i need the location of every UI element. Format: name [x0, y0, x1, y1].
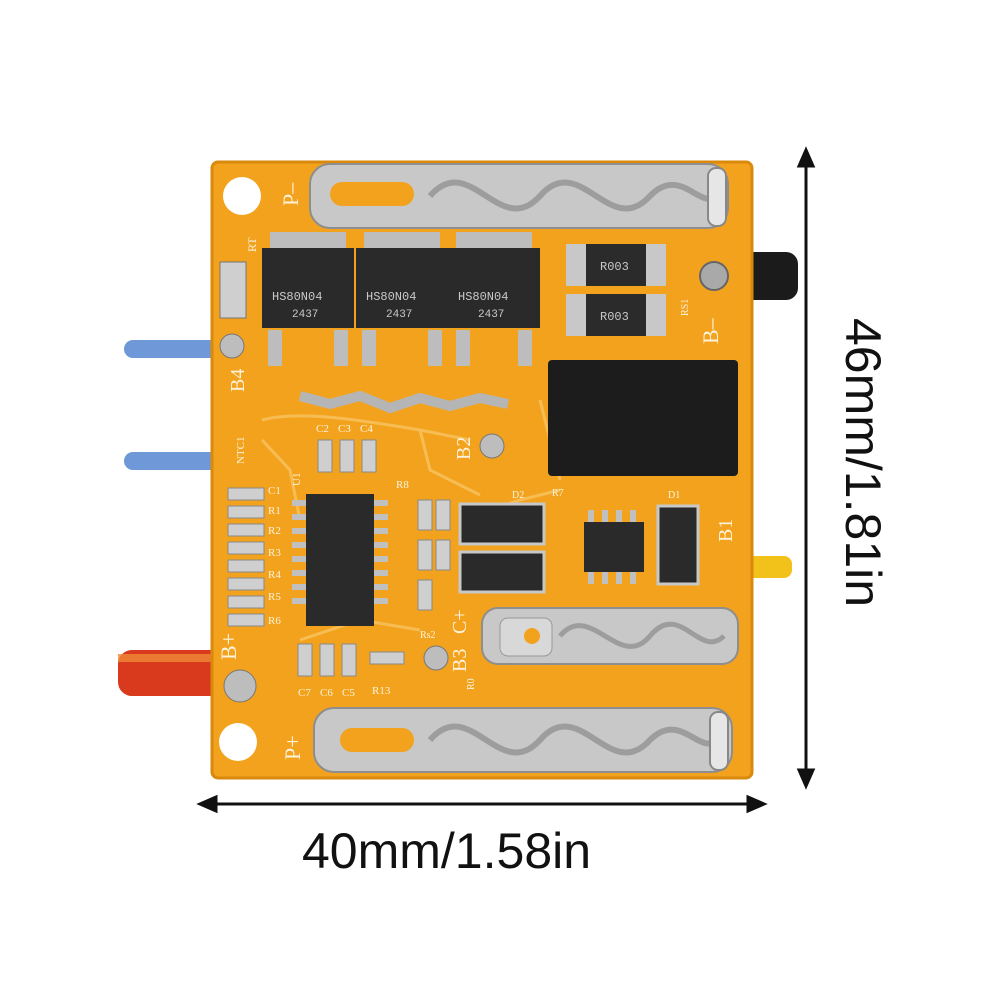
smd-resistor-array-left [227, 487, 265, 627]
label-c2: C2 [316, 423, 329, 435]
hole-top-left [223, 177, 261, 215]
solder-bus [298, 390, 510, 414]
label-rs2: Rs2 [420, 630, 436, 641]
diodes [458, 502, 546, 594]
top-terminal-clip [309, 163, 729, 229]
label-c6: C6 [320, 687, 333, 699]
mounting-holes [219, 177, 261, 761]
label-r5: R5 [268, 591, 281, 603]
mosfet-2-marking: HS80N04 [366, 290, 416, 304]
label-c1: C1 [268, 485, 281, 497]
blue-wire-top [124, 340, 224, 358]
mosfet-group: HS80N04 2437 HS80N04 2437 HS80N04 2437 [262, 232, 540, 366]
label-p-plus: P+ [280, 735, 305, 760]
charge-terminal-clip [481, 607, 739, 665]
label-c7: C7 [298, 687, 311, 699]
label-b4: B4 [227, 369, 249, 392]
hole-bottom-left [219, 723, 257, 761]
label-r0: R0 [466, 678, 477, 690]
label-b1: B1 [715, 519, 737, 542]
mosfet-1: HS80N04 2437 [262, 232, 354, 366]
height-dimension-label: 46mm/1.81in [835, 318, 891, 608]
label-d2: D2 [512, 490, 524, 501]
label-r2: R2 [268, 525, 281, 537]
rt-pads [219, 261, 247, 319]
width-dimension-label: 40mm/1.58in [302, 823, 592, 879]
label-r13: R13 [372, 685, 391, 697]
label-b-minus: B– [698, 317, 723, 344]
label-r1: R1 [268, 505, 281, 517]
label-b2: B2 [453, 437, 475, 460]
smd-capacitors-bottom [297, 643, 405, 677]
label-r7: R7 [552, 488, 564, 499]
bottom-terminal-clip [313, 707, 733, 773]
label-ntc1: NTC1 [235, 437, 247, 465]
pad-b-plus [223, 669, 257, 703]
wires [118, 252, 798, 696]
eight-pin-chip [584, 510, 644, 584]
label-c-plus: C+ [449, 609, 471, 634]
blue-wire-middle [124, 452, 224, 470]
pad-b2 [479, 433, 505, 459]
label-p-minus: P– [278, 182, 303, 206]
u1-chip [292, 494, 388, 626]
red-wire-shade [118, 654, 228, 662]
pcb-edge-highlight [210, 160, 754, 780]
label-r4: R4 [268, 569, 281, 581]
height-dimension-arrow [796, 146, 816, 790]
label-r6: R6 [268, 615, 281, 627]
label-b3: B3 [449, 649, 471, 672]
shunt-resistors: R003 R003 [566, 244, 666, 336]
shunt-1-marking: R003 [600, 260, 629, 274]
mosfet-1-marking: HS80N04 [272, 290, 322, 304]
smd-capacitors-top [317, 439, 377, 473]
pad-b3 [423, 645, 449, 671]
mosfet-1-date: 2437 [292, 309, 318, 321]
silkscreen: P– P+ B– B+ B1 B2 B3 B4 C+ RT NTC1 U1 C2… [216, 182, 737, 760]
label-rs1: RS1 [680, 299, 691, 316]
screw-b-minus [699, 261, 729, 291]
label-d1: D1 [668, 490, 680, 501]
width-dimension-arrow [196, 794, 768, 814]
mosfet-3-marking: HS80N04 [458, 290, 508, 304]
label-rt: RT [245, 237, 259, 252]
shunt-2-marking: R003 [600, 310, 629, 324]
label-c3: C3 [338, 423, 351, 435]
mosfet-3-date: 2437 [478, 309, 504, 321]
label-b-plus: B+ [216, 633, 241, 660]
label-r3: R3 [268, 547, 281, 559]
mosfet-2-date: 2437 [386, 309, 412, 321]
mosfet-2: HS80N04 2437 [356, 232, 448, 366]
mosfet-3: HS80N04 2437 [448, 232, 540, 366]
smd-resistors-right-of-u1 [417, 499, 451, 611]
label-c4: C4 [360, 423, 373, 435]
label-c5: C5 [342, 687, 355, 699]
label-u1: U1 [291, 473, 303, 486]
black-block-component [548, 360, 738, 476]
pad-b4 [219, 333, 245, 359]
label-r8: R8 [396, 479, 409, 491]
d1-component [656, 504, 700, 586]
